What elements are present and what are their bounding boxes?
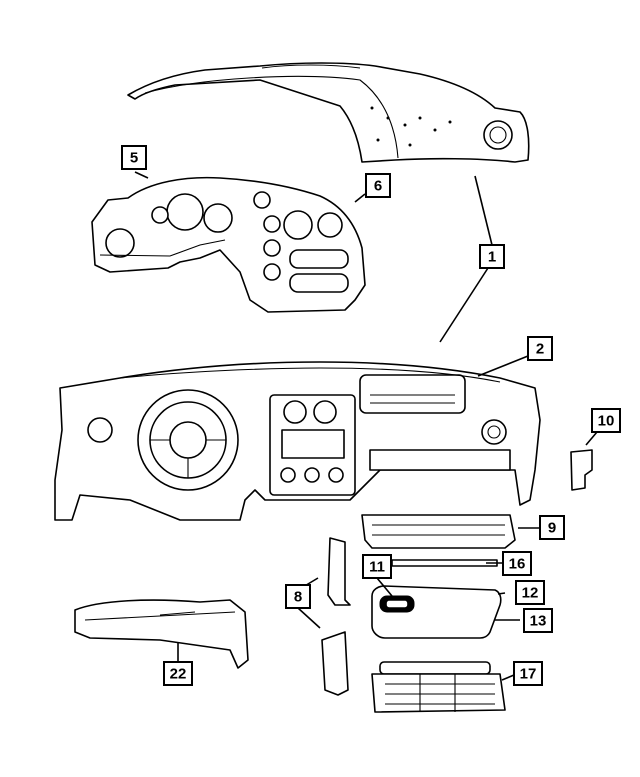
glove-box-latch[interactable] xyxy=(379,595,415,613)
callout-11: 11 xyxy=(362,554,392,579)
callout-8: 8 xyxy=(285,584,311,609)
callout-5: 5 xyxy=(121,145,147,170)
callout-17-label: 17 xyxy=(520,666,537,683)
callout-12: 12 xyxy=(515,580,545,605)
callout-22: 22 xyxy=(163,661,193,686)
callout-9: 9 xyxy=(539,515,565,540)
callout-1-label: 1 xyxy=(488,249,496,266)
callout-2-label: 2 xyxy=(536,341,544,358)
callout-16: 16 xyxy=(502,551,532,576)
leader-lines xyxy=(134,171,598,681)
storage-bin[interactable] xyxy=(371,661,506,713)
callout-22-label: 22 xyxy=(170,666,187,683)
callout-6-label: 6 xyxy=(374,178,382,195)
instrument-panel-assembly[interactable] xyxy=(54,361,541,521)
side-bracket-lower[interactable] xyxy=(321,631,349,696)
callout-12-label: 12 xyxy=(522,585,539,602)
callout-16-label: 16 xyxy=(509,556,526,573)
knee-bolster[interactable] xyxy=(74,599,249,669)
callout-5-label: 5 xyxy=(130,150,138,167)
callout-13-label: 13 xyxy=(530,613,547,630)
callout-13: 13 xyxy=(523,608,553,633)
callout-10-label: 10 xyxy=(598,413,615,430)
callout-11-label: 11 xyxy=(369,559,385,576)
callout-9-label: 9 xyxy=(548,520,556,537)
callout-1: 1 xyxy=(479,244,505,269)
trim-strip[interactable] xyxy=(391,559,498,567)
callout-10: 10 xyxy=(591,408,621,433)
end-cap-right[interactable] xyxy=(570,449,593,491)
instrument-panel-top-cover[interactable] xyxy=(127,62,530,163)
callout-8-label: 8 xyxy=(294,589,302,606)
lower-trim-panel[interactable] xyxy=(361,514,516,549)
callout-6: 6 xyxy=(365,173,391,198)
callout-17: 17 xyxy=(513,661,543,686)
side-bracket-upper[interactable] xyxy=(327,537,351,606)
cluster-bezel[interactable] xyxy=(91,176,366,313)
callout-2: 2 xyxy=(527,336,553,361)
